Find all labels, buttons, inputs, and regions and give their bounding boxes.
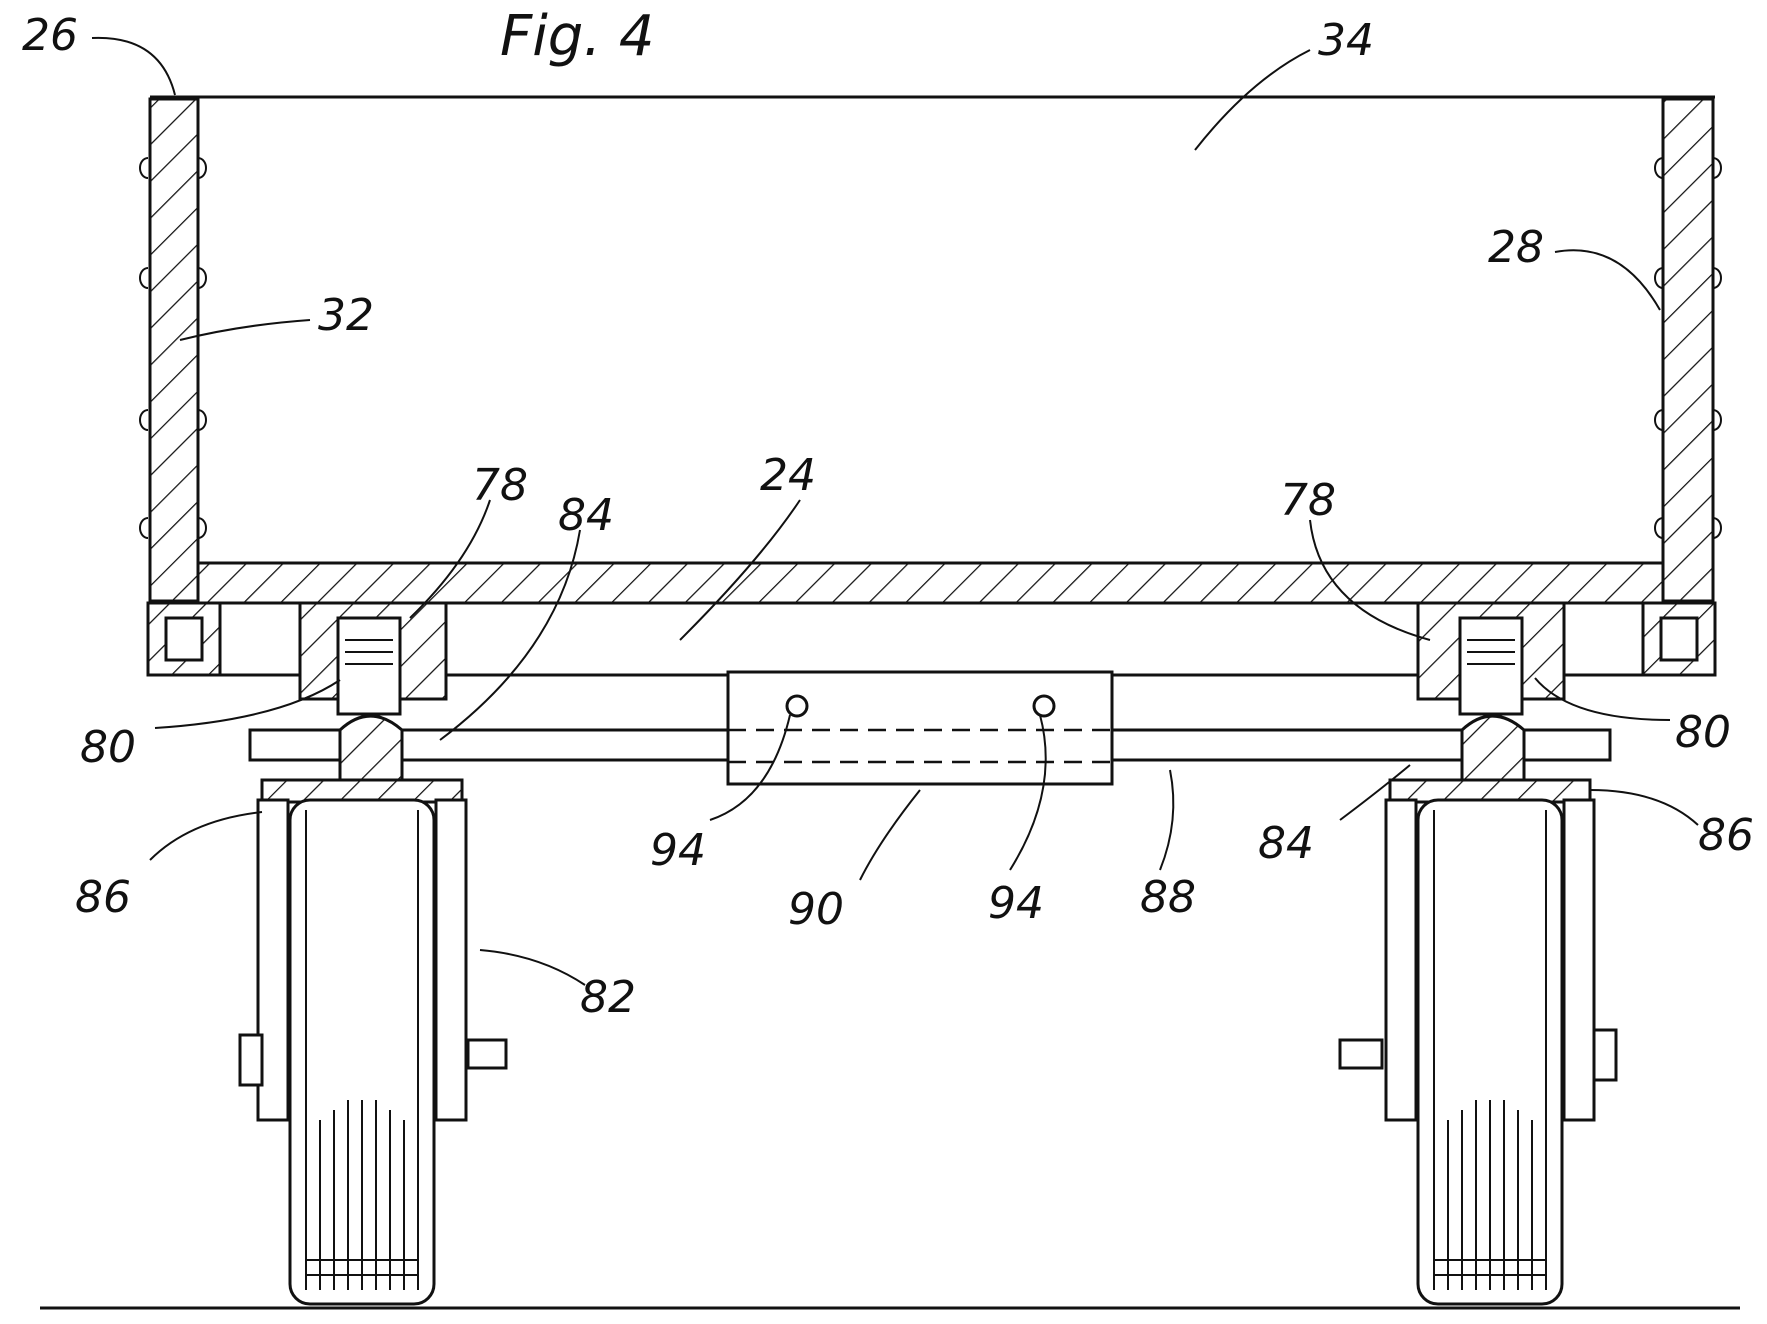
right-caster-mount	[1418, 603, 1564, 714]
label-32: 32	[318, 290, 374, 341]
label-84-right: 84	[1258, 818, 1314, 869]
label-80-left: 80	[80, 722, 136, 773]
label-78-right: 78	[1280, 475, 1336, 526]
bottom-plate	[198, 563, 1663, 603]
label-88: 88	[1140, 872, 1196, 923]
label-26: 26	[22, 10, 78, 61]
label-82: 82	[580, 972, 636, 1023]
left-wheel-assembly	[240, 780, 506, 1304]
label-80-right: 80	[1675, 707, 1731, 758]
label-34: 34	[1318, 15, 1374, 66]
figure-title: Fig. 4	[500, 4, 655, 69]
label-94-left: 94	[650, 825, 706, 876]
right-wall	[1663, 99, 1713, 601]
left-caster-mount	[300, 603, 446, 714]
right-wheel-assembly	[1340, 780, 1616, 1304]
label-86-right: 86	[1698, 810, 1754, 861]
label-86-left: 86	[75, 872, 131, 923]
left-wall	[150, 99, 198, 601]
label-24: 24	[760, 450, 816, 501]
label-78-left: 78	[472, 460, 528, 511]
label-28: 28	[1488, 222, 1544, 273]
hopper-body	[140, 97, 1721, 603]
label-90: 90	[788, 884, 844, 935]
label-94-right: 94	[988, 878, 1044, 929]
label-84-left: 84	[558, 490, 614, 541]
